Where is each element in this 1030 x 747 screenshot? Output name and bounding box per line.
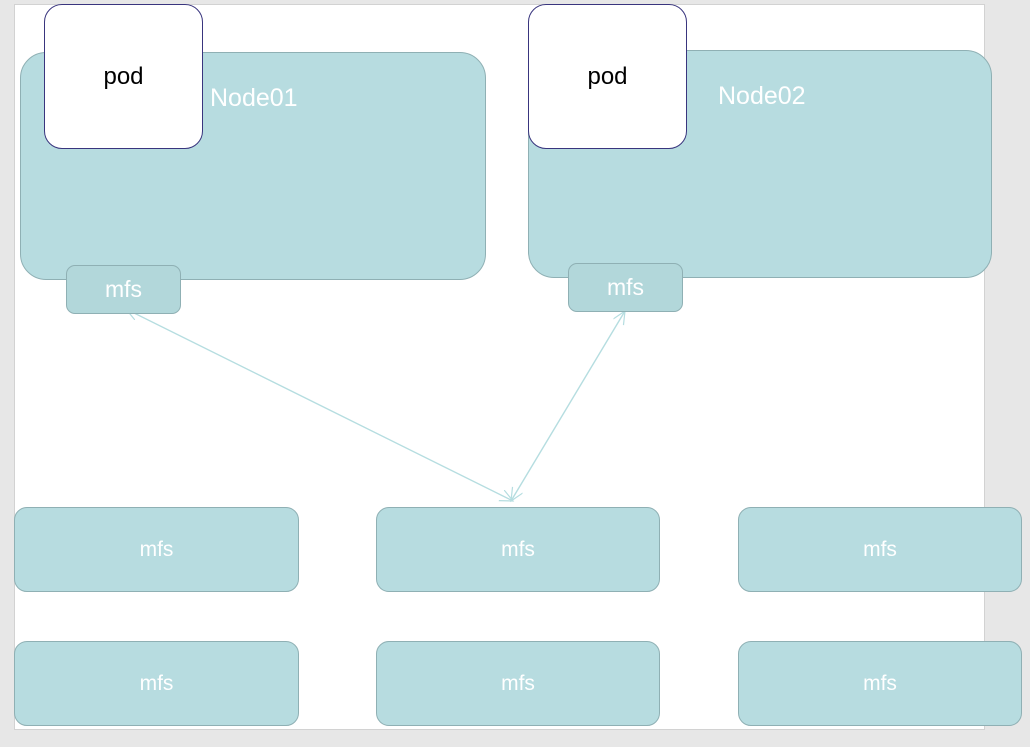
mfs-cluster-label-r0c2: mfs bbox=[863, 538, 897, 561]
pod-label-node01: pod bbox=[103, 62, 144, 90]
mfs-cluster-label-r1c1: mfs bbox=[501, 672, 535, 695]
mfs-label-node01: mfs bbox=[104, 276, 143, 302]
mfs-cluster-box-r0c2[interactable]: mfs bbox=[738, 507, 1022, 592]
mfs-label-node02: mfs bbox=[606, 274, 645, 300]
node-label-node01: Node01 bbox=[210, 84, 298, 112]
mfs-cluster-box-r1c2[interactable]: mfs bbox=[738, 641, 1022, 726]
mfs-cluster-label-r0c1: mfs bbox=[501, 538, 535, 561]
node-label-node02: Node02 bbox=[718, 82, 806, 110]
mfs-cluster-box-r0c0[interactable]: mfs bbox=[14, 507, 299, 592]
mfs-cluster-label-r1c2: mfs bbox=[863, 672, 897, 695]
node-box-node01[interactable] bbox=[20, 52, 486, 280]
mfs-box-node01[interactable]: mfs bbox=[66, 265, 181, 314]
mfs-box-node02[interactable]: mfs bbox=[568, 263, 683, 312]
mfs-cluster-label-r0c0: mfs bbox=[139, 538, 174, 561]
mfs-cluster-box-r0c1[interactable]: mfs bbox=[376, 507, 660, 592]
pod-label-node02: pod bbox=[587, 62, 628, 90]
mfs-cluster-box-r1c1[interactable]: mfs bbox=[376, 641, 660, 726]
mfs-cluster-box-r1c0[interactable]: mfs bbox=[14, 641, 299, 726]
pod-box-node01[interactable]: pod bbox=[44, 4, 203, 149]
pod-box-node02[interactable]: pod bbox=[528, 4, 687, 149]
mfs-cluster-label-r1c0: mfs bbox=[139, 672, 174, 695]
